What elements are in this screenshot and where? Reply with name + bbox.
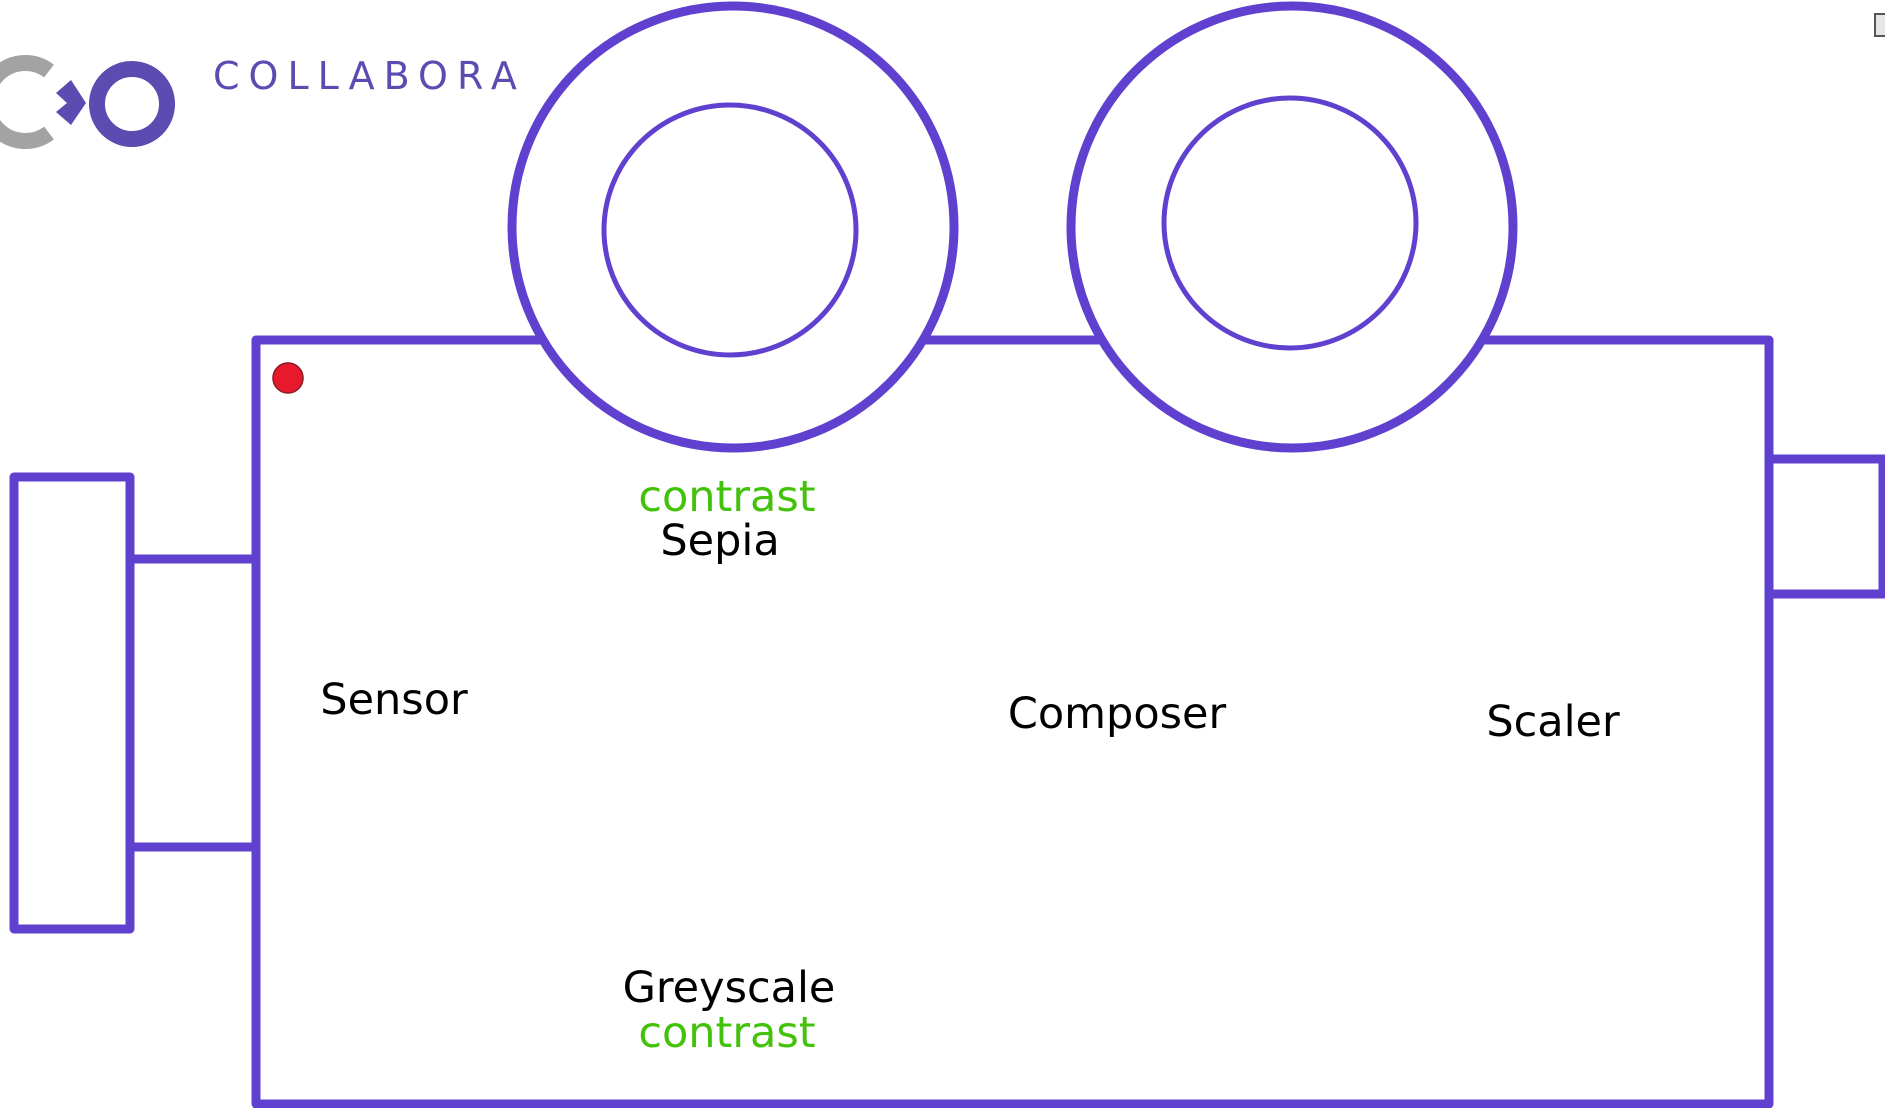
composer-label: Composer	[1008, 689, 1227, 739]
reel-sepia	[512, 6, 954, 448]
lens-connector	[130, 559, 256, 847]
sepia-label: Sepia	[660, 516, 779, 566]
greyscale-contrast-label: contrast	[638, 1008, 815, 1058]
reel-greyscale-hub	[1164, 98, 1416, 348]
lens-housing	[14, 477, 130, 929]
reel-sepia-hub	[604, 105, 856, 355]
greyscale-label: Greyscale	[623, 963, 836, 1013]
output-port	[1769, 459, 1883, 594]
brand-name: COLLABORA	[213, 54, 526, 98]
logo-chevron	[56, 80, 86, 125]
reel-greyscale	[1071, 6, 1513, 448]
scaler-label: Scaler	[1486, 697, 1620, 747]
logo-grey-ring	[0, 63, 49, 141]
sepia-contrast-label: contrast	[638, 472, 815, 522]
logo-purple-ring	[97, 69, 167, 139]
corner-widget-icon	[1875, 14, 1885, 36]
status-dot	[273, 363, 303, 393]
sensor-label: Sensor	[320, 675, 468, 725]
collabora-logo-icon	[0, 63, 167, 141]
